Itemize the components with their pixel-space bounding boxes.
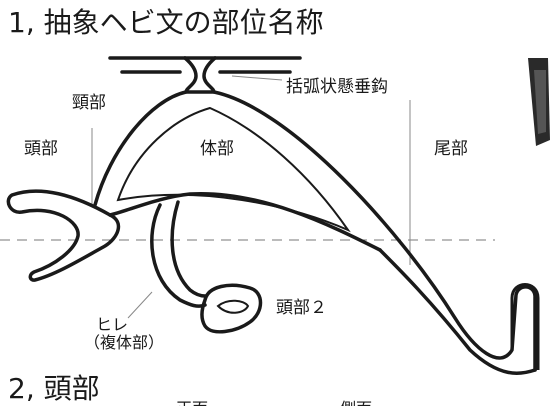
second-head-shape	[200, 283, 263, 334]
fin-inner-line	[170, 200, 207, 298]
section-2-heading: 2, 頭部	[8, 372, 100, 405]
left-head-shape	[6, 189, 121, 282]
body-inner-line	[116, 106, 351, 233]
label-bracket-hook: 括弧状懸垂鈎	[286, 77, 388, 97]
subheading-side-partial: 側面	[340, 399, 372, 406]
snake-body-outline	[93, 90, 537, 376]
second-head-eye	[216, 299, 250, 314]
fin-compound-body	[150, 203, 207, 308]
hook-label-leader	[231, 75, 283, 81]
fin-label-leader	[127, 291, 153, 319]
tail-end-hook	[510, 283, 540, 370]
label-body: 体部	[200, 139, 234, 159]
label-fin-line1: ヒレ	[96, 315, 128, 334]
cropped-artifact-image	[528, 58, 550, 146]
subheading-front-partial: 正面	[176, 399, 208, 406]
bracket-suspension-hook	[108, 56, 302, 94]
section-1-heading: 1, 抽象ヘビ文の部位名称	[8, 6, 324, 39]
label-tail: 尾部	[434, 139, 468, 159]
label-neck: 頸部	[72, 93, 106, 113]
label-fin-line2: （複体部）	[84, 333, 164, 352]
label-head-left: 頭部	[24, 139, 58, 159]
label-head-2: 頭部２	[276, 298, 327, 318]
